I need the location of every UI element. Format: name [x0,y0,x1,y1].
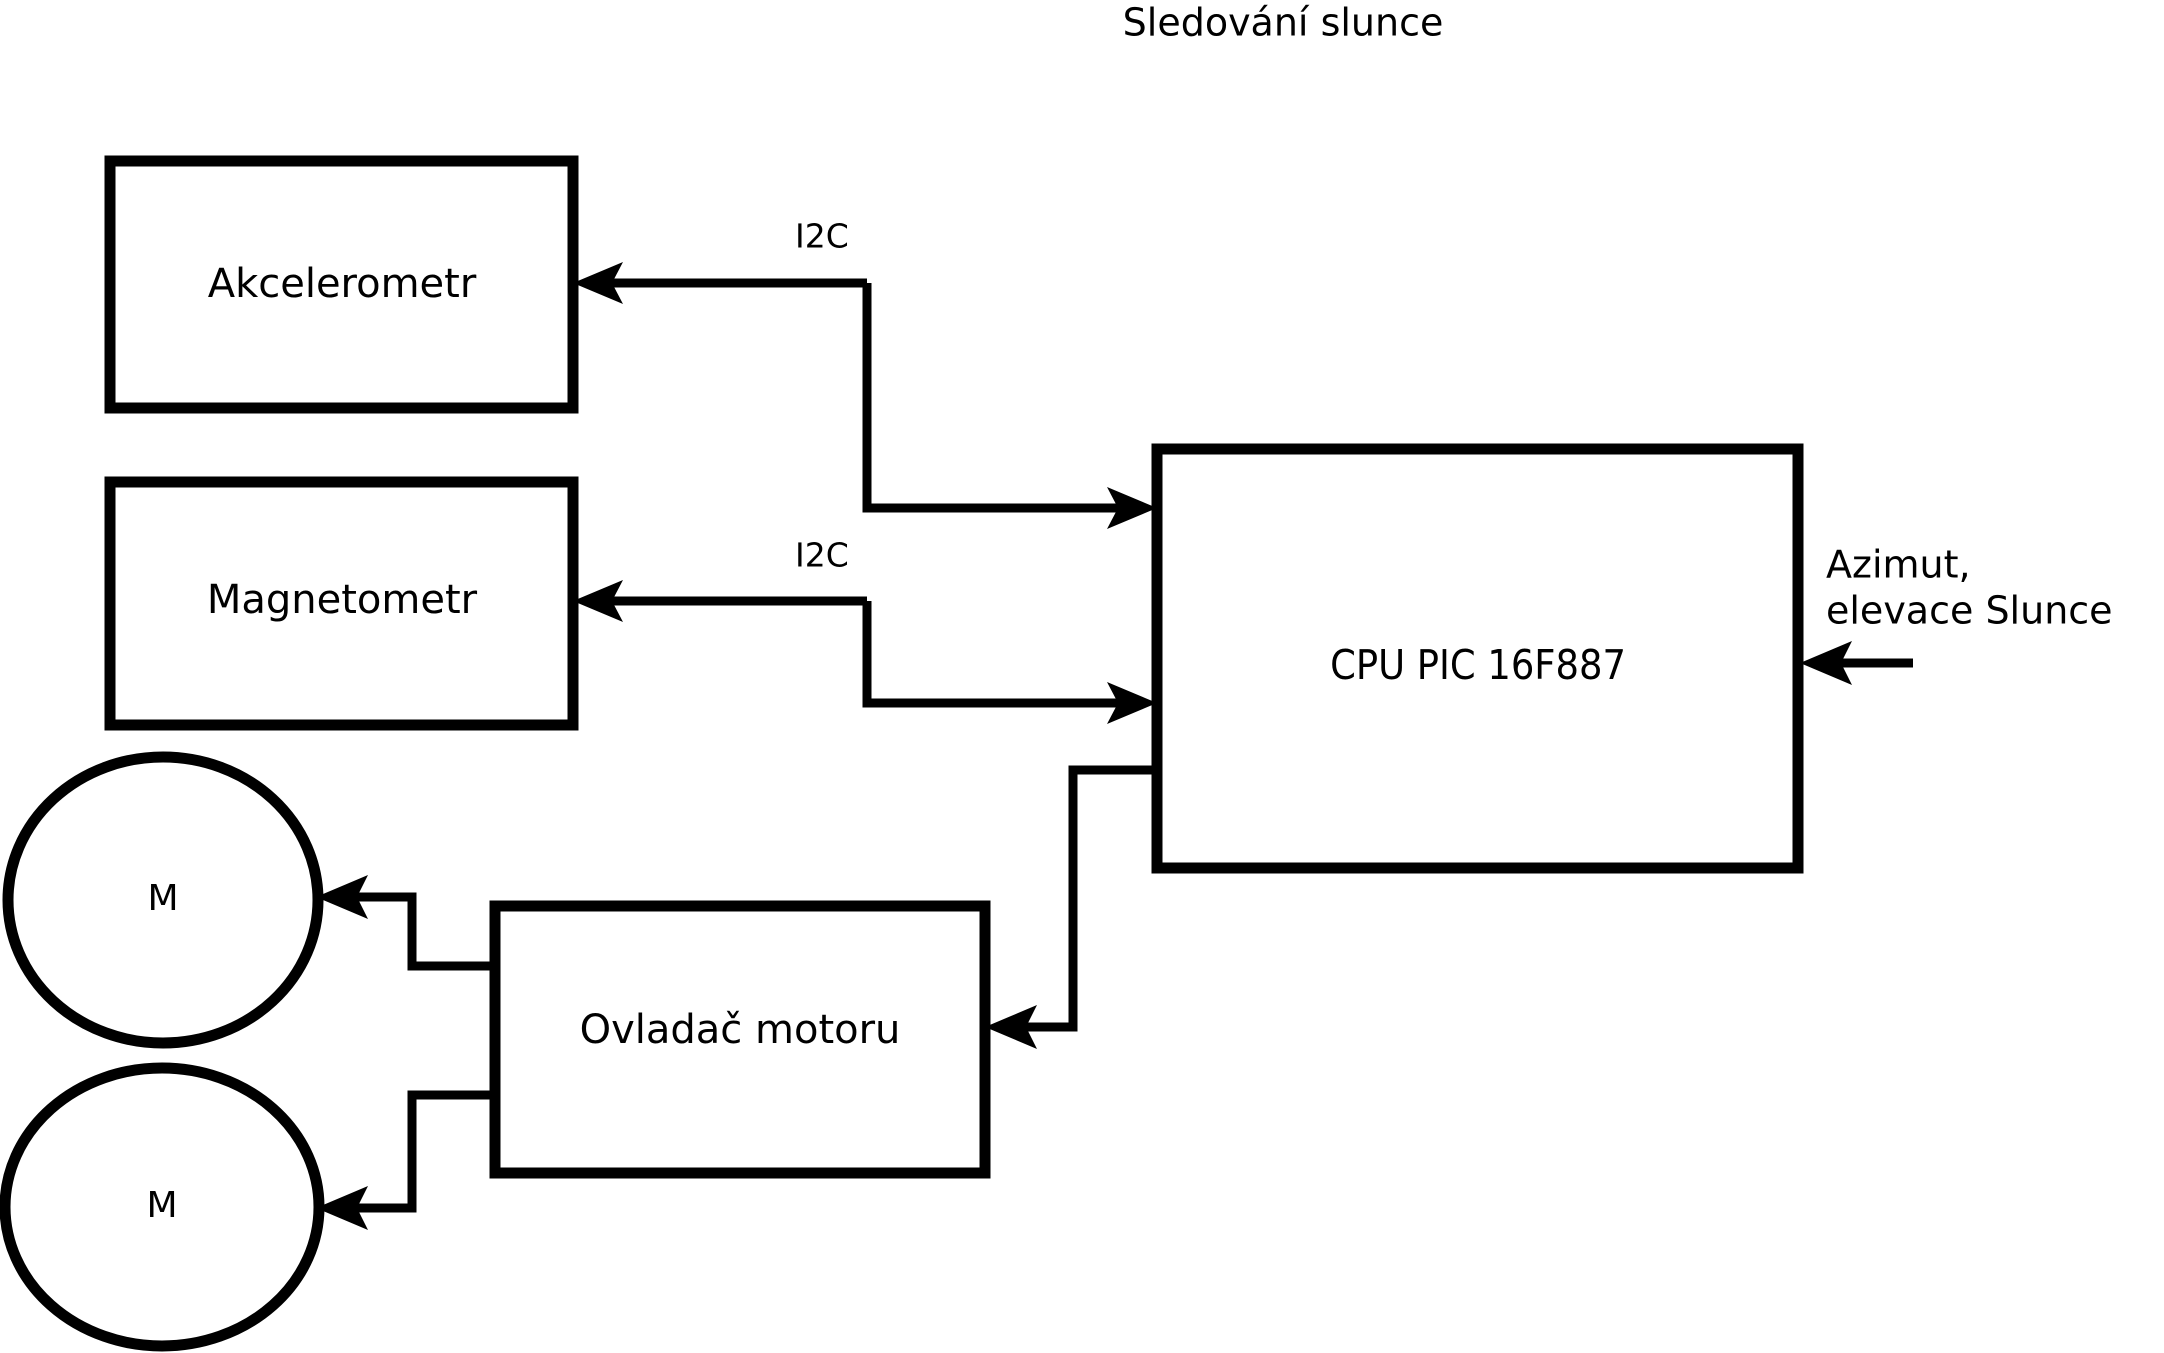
node-cpu[interactable]: CPU PIC 16F887 [1151,443,1804,874]
edge-motor-bottom-arrowhead [316,1186,368,1230]
cpu-label: CPU PIC 16F887 [1330,641,1626,689]
edge-motor-top-arrowhead [316,875,368,919]
edge-accel-return-arrowhead [1107,487,1157,529]
edge-external-input-arrowhead [1800,641,1852,685]
akcelerometr-label: Akcelerometr [208,261,477,307]
motor-top-label: M [147,878,178,919]
edge-motor-bottom-line [348,1090,495,1213]
ovladac-motoru-box[interactable] [489,900,991,1179]
edge-magnet-return-arrowhead [1107,682,1157,724]
edge-magnetometr-to-cpu [862,601,1157,724]
edge-magnet-arrowhead [573,580,623,622]
page-title: Sledování slunce [1123,1,1444,45]
magnetometr-box[interactable] [104,476,579,731]
external-input-line2: elevace Slunce [1826,589,2113,633]
edge-cpu-to-ovladac [985,765,1157,1049]
ovladac-motoru-label: Ovladač motoru [580,1007,901,1053]
edge-magnet-return-line [862,601,1128,708]
magnetometr-label: Magnetometr [207,577,478,623]
node-magnetometr[interactable]: Magnetometr [104,476,579,731]
edge-accel-arrowhead [573,262,623,304]
edge-accel-return-line [862,283,1128,513]
edge-akcelerometr-to-cpu [862,283,1157,529]
edge-ovladac-to-motor-top [316,875,495,971]
motor-top-circle[interactable] [2,751,324,1049]
edge-cpu-to-akcelerometr [573,262,867,304]
node-motor-top[interactable]: M [2,751,324,1049]
akcelerometr-box[interactable] [104,155,579,414]
edge-cpu-to-magnetometr [573,580,867,622]
node-ovladac-motoru[interactable]: Ovladač motoru [489,900,991,1179]
edge-label-magnet-i2c: I2C [795,536,849,575]
node-motor-bottom[interactable]: M [0,1062,325,1352]
cpu-box[interactable] [1151,443,1804,874]
motor-bottom-label: M [146,1185,177,1226]
edge-label-accel-i2c: I2C [795,217,849,256]
node-akcelerometr[interactable]: Akcelerometr [104,155,579,414]
external-input-label-group: Azimut, elevace Slunce [1826,543,2113,633]
edge-ovladac-to-motor-bottom [316,1090,495,1230]
edge-motor-top-line [348,892,495,971]
edge-cpu-ovladac-line [1016,765,1157,1032]
external-input-line1: Azimut, [1826,543,1971,587]
edge-cpu-ovladac-arrowhead [985,1005,1037,1049]
edge-external-input-to-cpu [1800,641,1913,685]
